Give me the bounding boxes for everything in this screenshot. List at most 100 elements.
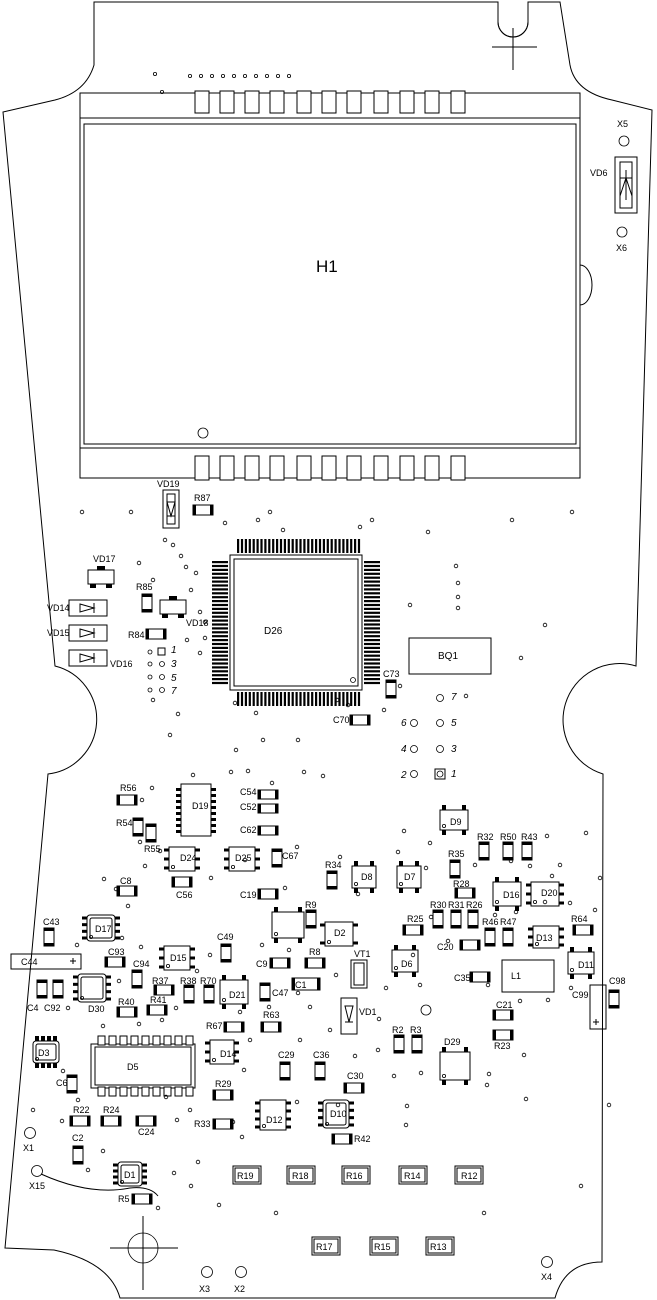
designator-r25: R25: [407, 914, 424, 924]
ic-d15: [159, 945, 195, 971]
designator-r22: R22: [73, 1105, 90, 1115]
chip-r55: [145, 823, 157, 843]
via-72: [404, 1103, 410, 1109]
designator-c98: C98: [609, 976, 626, 986]
via-125: [193, 570, 199, 576]
chip-r50: [502, 841, 514, 861]
via-27: [190, 772, 196, 778]
via-119: [65, 1005, 71, 1011]
power-resistor-4: [454, 1165, 484, 1185]
via-106: [266, 1004, 272, 1010]
via-111: [247, 1037, 253, 1043]
via-144: [417, 982, 423, 988]
connector-x15-label: X15: [29, 1181, 45, 1191]
via-138: [216, 1202, 222, 1208]
chip-c94: [131, 969, 143, 989]
power-resistor-3: [398, 1165, 428, 1185]
designator-c56: C56: [176, 890, 193, 900]
designator-d19: D19: [192, 801, 209, 811]
via-8: [369, 517, 375, 523]
designator-r42: R42: [354, 1134, 371, 1144]
designator-vd18: VD18: [186, 618, 209, 628]
via-43: [294, 844, 300, 850]
chip-c30: [343, 1082, 365, 1094]
via-133: [136, 560, 142, 566]
chip-r87: [192, 504, 214, 516]
via-100: [119, 935, 125, 941]
designator-d29: D29: [444, 1037, 461, 1047]
via-113: [187, 1107, 193, 1113]
header-via-row: [152, 72, 291, 95]
via-57: [597, 875, 603, 881]
designator-r38: R38: [180, 976, 197, 986]
designator-d8: D8: [361, 872, 373, 882]
chip-r85: [141, 593, 153, 613]
designator-r32: R32: [477, 832, 494, 842]
via-5: [267, 509, 273, 515]
chip-r23: [492, 1029, 514, 1041]
chip-r29: [212, 1089, 234, 1101]
chip-r9: [305, 909, 317, 929]
via-77: [523, 1096, 529, 1102]
chip-r31: [450, 909, 462, 929]
pin-label-1: 1: [451, 769, 457, 780]
designator-r16: R16: [346, 1171, 363, 1181]
designator-vd16: VD16: [110, 659, 133, 669]
connector-x3-label: X3: [199, 1284, 210, 1294]
via-129: [202, 635, 208, 641]
ic-d1: [113, 1161, 147, 1187]
via-35: [142, 863, 148, 869]
chip-r84: [145, 628, 167, 640]
ic-d29: [439, 1047, 471, 1085]
ic-d7: [396, 861, 422, 893]
chip-r30: [432, 909, 444, 929]
chip-c9: [269, 957, 291, 969]
ic-d12: [255, 1099, 291, 1131]
designator-d9: D9: [450, 817, 462, 827]
pin-label-left-5: 5: [171, 673, 177, 684]
chip-c52: [257, 803, 279, 814]
designator-r35: R35: [448, 849, 465, 859]
chip-r67: [223, 1021, 245, 1033]
via-83: [294, 1099, 300, 1105]
via-16: [542, 622, 548, 628]
designator-d13: D13: [536, 933, 553, 943]
via-33: [101, 876, 107, 882]
transistor-vd17: [87, 566, 115, 588]
designator-r55: R55: [144, 844, 161, 854]
via-21: [345, 702, 351, 708]
via-117: [136, 1021, 142, 1027]
via-15: [407, 602, 413, 608]
chip-r43: [521, 841, 533, 861]
chip-r32: [478, 841, 490, 861]
mount-hole-bottom: [110, 1216, 178, 1290]
chip-r28: [454, 887, 476, 899]
via-128: [202, 619, 208, 625]
designator-r8: R8: [309, 947, 321, 957]
transistor-vd18: [159, 596, 187, 618]
chip-c93: [104, 956, 126, 968]
via-31: [301, 769, 307, 775]
chip-c98: [608, 989, 620, 1009]
chip-r22: [69, 1115, 91, 1127]
pin-label-2: 2: [400, 770, 407, 781]
designator-r64: R64: [571, 914, 588, 924]
via-123: [162, 537, 168, 543]
via-59: [492, 912, 498, 918]
chip-c6: [66, 1074, 78, 1094]
via-54: [583, 830, 589, 836]
via-34: [125, 903, 131, 909]
via-55: [544, 833, 550, 839]
designator-r23: R23: [494, 1041, 511, 1051]
designator-d7: D7: [404, 872, 416, 882]
via-66: [545, 997, 551, 1003]
pin-label-6: 6: [401, 718, 407, 729]
via-136: [150, 697, 156, 703]
via-44: [282, 885, 288, 891]
via-85: [230, 1119, 236, 1125]
ic-d3: [32, 1036, 60, 1068]
via-132: [150, 577, 156, 583]
designator-c6: C6: [56, 1078, 68, 1088]
chip-c43: [43, 927, 55, 947]
chip-c19: [257, 888, 279, 900]
